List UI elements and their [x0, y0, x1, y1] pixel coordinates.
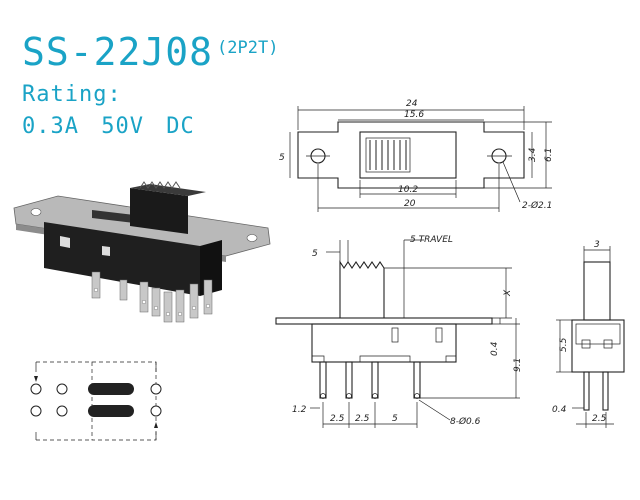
dim-top-knob-travel: 10.2	[398, 185, 418, 195]
dim-front-plate: 0.4	[490, 341, 500, 356]
dim-top-slot: 3.4	[528, 147, 538, 162]
dim-front-pitch-b: 2.5	[355, 414, 370, 424]
dim-top-hole-span: 20	[404, 199, 416, 209]
dim-front-pin-note: 8-Ø0.6	[450, 416, 481, 427]
dim-side-knob: 3	[594, 240, 600, 250]
dim-front-pitch-a: 2.5	[330, 414, 345, 424]
front-view: 5 5 TRAVEL X 0.4 9.1 1.2 2.5 2.5 5 8-Ø0.…	[275, 235, 523, 428]
dim-side-plate: 0.4	[552, 405, 567, 415]
dim-side-height: 5.5	[559, 337, 569, 352]
dim-top-hole-note: 2-Ø2.1	[522, 200, 552, 211]
dim-top-body: 6.1	[544, 148, 554, 162]
dim-front-offset: 1.2	[292, 405, 307, 415]
dim-front-pitch-c: 5	[392, 414, 398, 424]
model-number: SS-22J08	[22, 30, 214, 74]
dim-front-knob: 5	[312, 249, 318, 259]
rating-current-type: DC	[166, 114, 195, 139]
rating-label: Rating:	[22, 82, 122, 107]
model-title: SS-22J08(2P2T)	[22, 30, 278, 74]
dim-front-height: 9.1	[513, 358, 523, 372]
dim-side-pitch: 2.5	[592, 414, 607, 424]
model-type: (2P2T)	[217, 38, 279, 58]
dim-top-height: 5	[279, 153, 285, 163]
rating-current: 0.3A	[22, 114, 79, 139]
dim-top-inner: 15.6	[404, 110, 424, 120]
switch-photo	[13, 181, 271, 323]
circuit-schematic	[30, 361, 162, 441]
rating-spec: 0.3A 50V DC	[22, 114, 195, 139]
dim-top-overall: 24	[406, 99, 418, 109]
top-view: 24 15.6 5 3.4 6.1 10.2 20 2-Ø2.1	[279, 99, 554, 212]
dim-front-travel: 5 TRAVEL	[410, 235, 453, 245]
side-view: 3 5.5 0.4 2.5	[552, 240, 625, 428]
rating-voltage: 50V	[101, 114, 144, 139]
dim-front-x: X	[503, 289, 513, 297]
